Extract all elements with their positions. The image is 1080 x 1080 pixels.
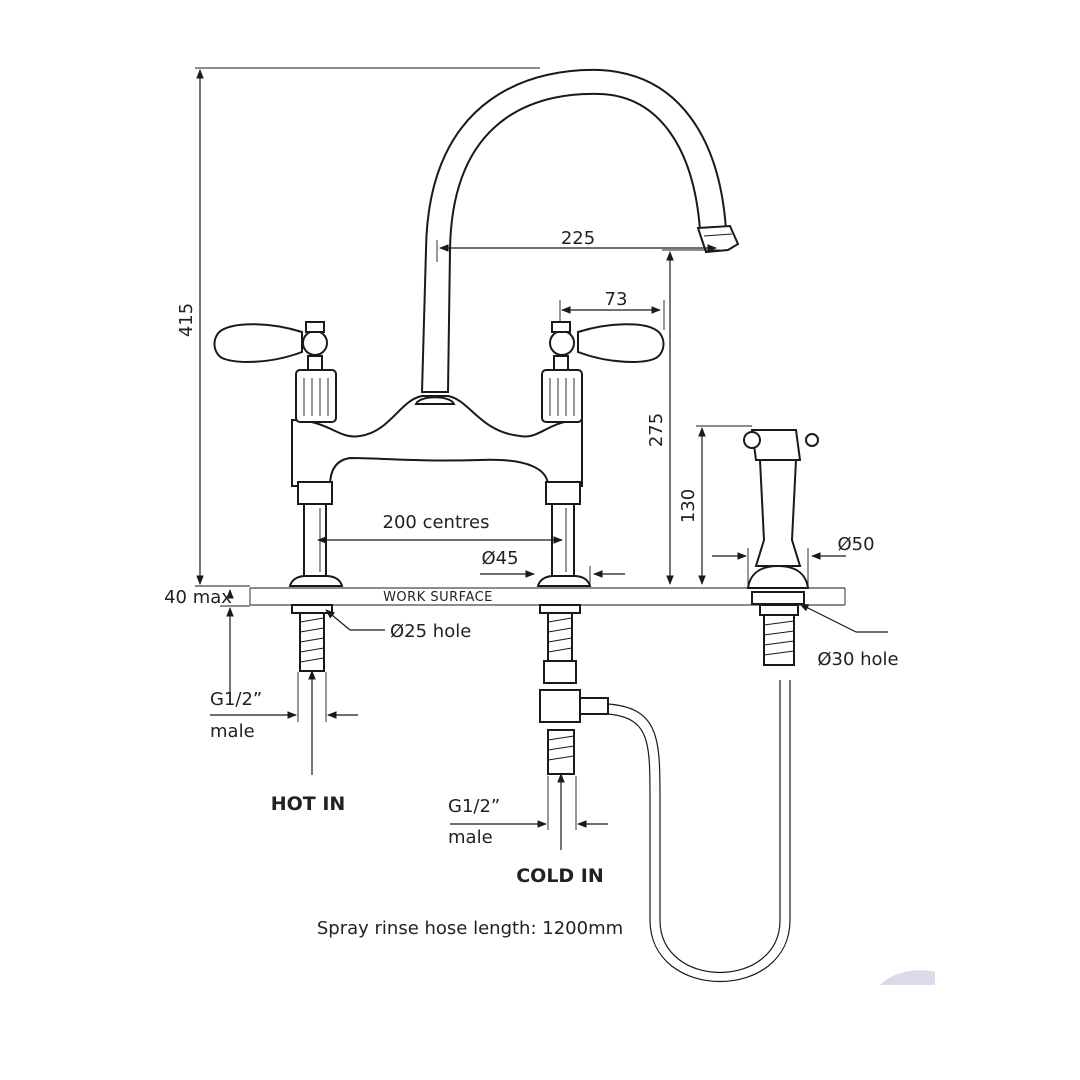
max-thickness-label: 40 max (164, 587, 232, 608)
tap-hole-label: Ø25 hole (390, 621, 471, 642)
dimension-labels: 415 225 73 275 130 200 centres Ø45 Ø50 4… (164, 228, 899, 939)
reach-label: 225 (561, 228, 595, 249)
spray-rinse (743, 429, 819, 666)
spray-diameter-label: Ø50 (837, 534, 874, 555)
hot-thread-label: G1/2” (210, 689, 262, 710)
cold-thread-type-label: male (448, 827, 493, 848)
centres-label: 200 centres (383, 512, 490, 533)
work-surface-label: WORK SURFACE (383, 590, 493, 605)
height-total-label: 415 (176, 303, 197, 337)
bridge-body (291, 395, 583, 487)
work-surface: WORK SURFACE (249, 587, 846, 606)
spout-height-label: 275 (646, 413, 667, 447)
hot-valve (213, 321, 344, 775)
base-diameter-label: Ø45 (481, 548, 518, 569)
spray-hose (607, 680, 935, 985)
hose-length-note: Spray rinse hose length: 1200mm (317, 918, 623, 939)
hot-in-label: HOT IN (271, 793, 346, 815)
cold-valve (536, 321, 665, 850)
dimension-lines (195, 67, 888, 830)
handle-reach-label: 73 (605, 289, 628, 310)
spray-height-label: 130 (678, 489, 699, 523)
spray-hole-label: Ø30 hole (817, 649, 898, 670)
cold-in-label: COLD IN (516, 865, 604, 887)
cold-thread-label: G1/2” (448, 796, 500, 817)
hot-thread-type-label: male (210, 721, 255, 742)
